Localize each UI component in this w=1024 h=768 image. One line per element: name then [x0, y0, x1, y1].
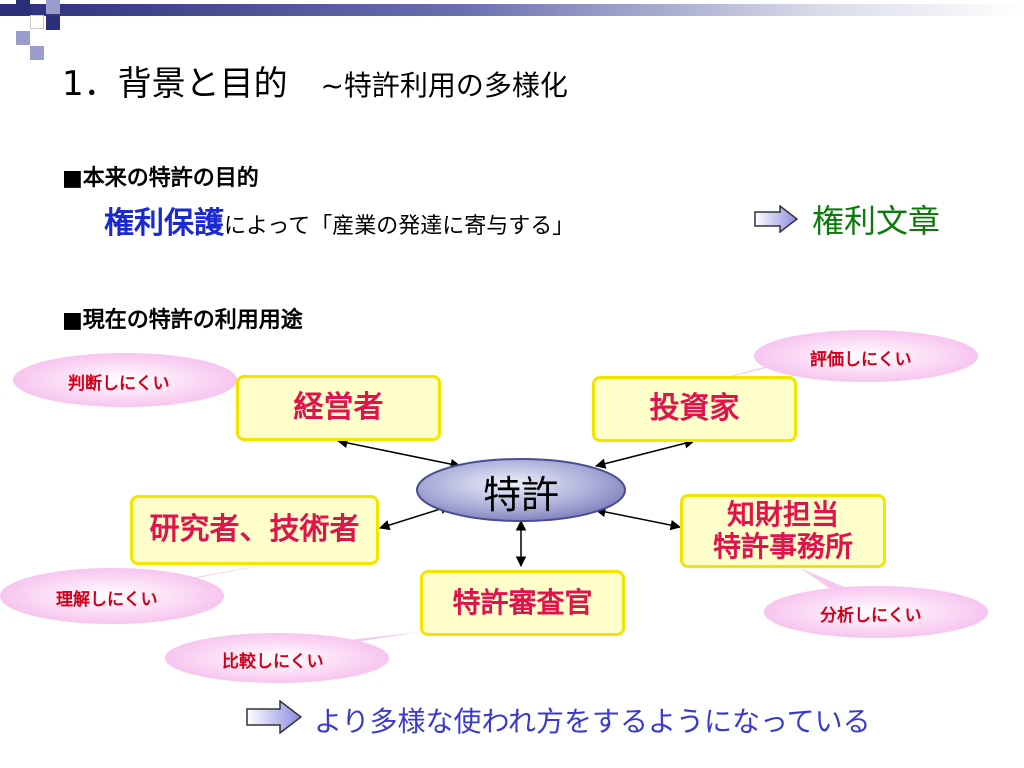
bubble-ip-shape	[764, 568, 988, 638]
slide-title: 1．背景と目的 ~特許利用の多様化	[62, 56, 568, 105]
bubble-ip: 分析しにくい	[820, 606, 922, 626]
conclusion-text: より多様な使われ方をするようになっている	[314, 705, 871, 738]
section1-line: 権利保護によって「産業の発達に寄与する」	[104, 198, 574, 242]
center-node-shape	[416, 458, 626, 522]
box-ip: 知財担当 特許事務所	[680, 494, 886, 568]
bubble-management: 判断しにくい	[68, 374, 170, 394]
box-ip-line2: 特許事務所	[712, 530, 853, 563]
bubble-examiner: 比較しにくい	[222, 652, 324, 672]
box-investor: 投資家	[592, 376, 797, 442]
purpose-text: によって「産業の発達に寄与する」	[224, 214, 575, 239]
title-main: 1．背景と目的	[62, 64, 288, 104]
result-text: 権利文章	[812, 202, 941, 240]
box-management: 経営者	[236, 375, 441, 441]
box-ip-line1: 知財担当	[726, 497, 839, 531]
box-examiner: 特許審査官	[420, 570, 625, 636]
bubble-examiner-shape	[165, 632, 420, 683]
block-arrow-icon	[754, 205, 798, 233]
box-researcher: 研究者、技術者	[130, 495, 379, 565]
bubble-investor: 評価しにくい	[810, 350, 912, 370]
block-arrow-icon	[246, 700, 302, 734]
emphasis-text: 権利保護	[104, 206, 224, 241]
bubble-researcher-shape	[0, 560, 290, 624]
title-sub: ~特許利用の多様化	[320, 69, 568, 102]
bubble-researcher: 理解しにくい	[56, 590, 158, 610]
section1-heading: ■本来の特許の目的	[62, 166, 259, 191]
center-node: 特許	[482, 473, 559, 517]
title-bar-line	[0, 4, 1024, 16]
section2-heading: ■現在の特許の利用用途	[62, 308, 303, 333]
